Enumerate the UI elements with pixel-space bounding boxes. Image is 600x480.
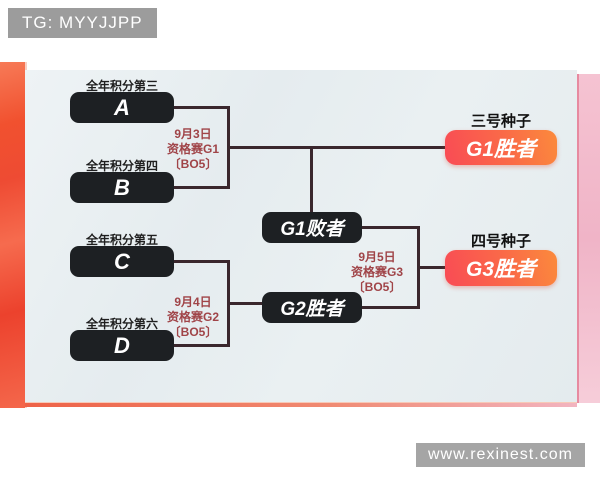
match-g3-name: 资格赛G3 — [350, 265, 403, 279]
team-b-name: B — [114, 174, 130, 200]
team-c-rank-label: 全年积分第五 — [85, 233, 158, 247]
seed-3-label: 三号种子 — [470, 113, 531, 130]
connector-line-ab-winner-out — [227, 146, 448, 149]
connector-line-a-out — [174, 106, 230, 109]
connector-line-b-out — [174, 186, 230, 189]
seed-4-label: 四号种子 — [470, 233, 531, 250]
match-g3-date: 9月5日 — [358, 250, 396, 264]
match-g2-date: 9月4日 — [174, 295, 212, 309]
g1-loser-label: G1败者 — [280, 219, 344, 240]
connector-line-cd-winner-out — [227, 302, 264, 305]
match-g1-date: 9月3日 — [174, 127, 212, 141]
team-b-rank-label: 全年积分第四 — [85, 159, 158, 173]
g1-winner-label: G1胜者 — [465, 137, 536, 161]
tg-watermark-badge: TG: MYYJJPP — [8, 8, 157, 38]
g1-loser-box: G1败者 — [262, 212, 362, 243]
match-g1-name: 资格赛G1 — [166, 142, 219, 156]
team-box-c: C — [70, 246, 174, 277]
g3-winner-box: G3胜者 — [445, 250, 557, 286]
connector-line-g1-loser-drop — [310, 146, 313, 212]
connector-line-c-out — [174, 260, 230, 263]
connector-line-g3-winner-out — [417, 266, 448, 269]
g2-winner-box: G2胜者 — [262, 292, 362, 323]
team-d-rank-label: 全年积分第六 — [85, 317, 158, 331]
match-g1-format: 〔BO5〕 — [168, 157, 218, 171]
team-c-name: C — [114, 248, 130, 274]
g1-winner-box: G1胜者 — [445, 130, 557, 165]
match-g3-format: 〔BO5〕 — [352, 280, 402, 294]
match-note-g1: 9月3日 资格赛G1 〔BO5〕 — [158, 127, 228, 172]
team-box-d: D — [70, 330, 174, 361]
frame-left-band — [0, 62, 27, 408]
match-note-g3: 9月5日 资格赛G3 〔BO5〕 — [342, 250, 412, 295]
match-g2-name: 资格赛G2 — [166, 310, 219, 324]
team-box-b: B — [70, 172, 174, 203]
g3-winner-label: G3胜者 — [465, 258, 536, 281]
team-box-a: A — [70, 92, 174, 123]
team-d-name: D — [114, 332, 130, 358]
match-note-g2: 9月4日 资格赛G2 〔BO5〕 — [158, 295, 228, 340]
team-a-name: A — [114, 94, 130, 120]
connector-line-g1loser-out — [362, 226, 420, 229]
connector-line-g2winner-out — [362, 306, 420, 309]
site-watermark-badge: www.rexinest.com — [416, 443, 585, 467]
frame-bottom-band — [25, 402, 577, 407]
g2-winner-label: G2胜者 — [280, 299, 344, 320]
frame-right-band — [577, 74, 600, 403]
connector-line-d-out — [174, 344, 230, 347]
match-g2-format: 〔BO5〕 — [168, 325, 218, 339]
team-a-rank-label: 全年积分第三 — [85, 79, 158, 93]
